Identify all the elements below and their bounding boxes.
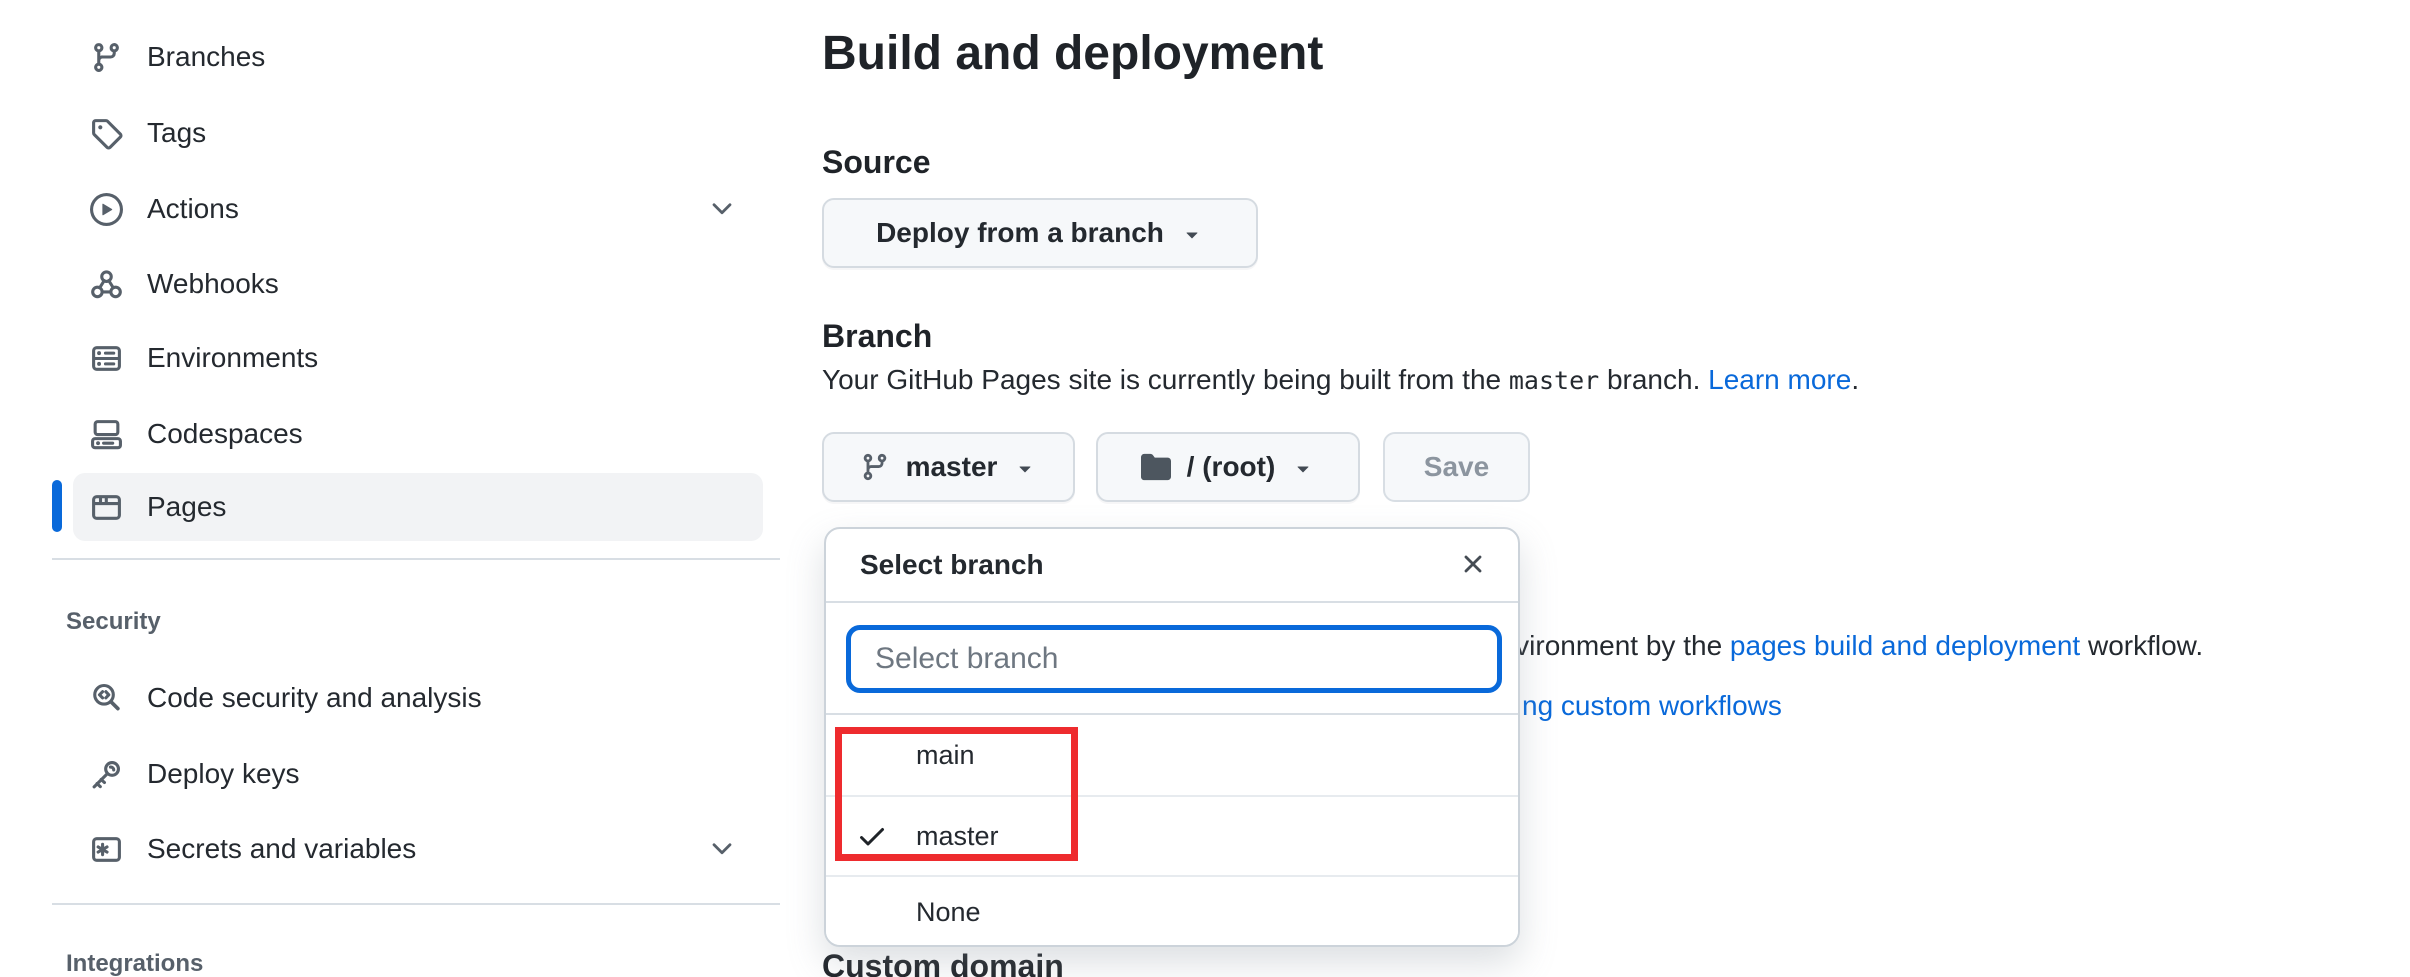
branch-description-text: Your GitHub Pages site is currently bein… xyxy=(822,364,1509,395)
git-branch-icon xyxy=(860,452,890,482)
branch-search-input[interactable] xyxy=(846,625,1502,693)
branch-description: Your GitHub Pages site is currently bein… xyxy=(822,364,1859,396)
sidebar-item-webhooks[interactable]: Webhooks xyxy=(73,250,763,318)
branch-option-label: main xyxy=(916,739,975,770)
dialog-header: Select branch xyxy=(826,529,1518,603)
triangle-down-icon xyxy=(1180,221,1204,245)
custom-domain-label: Custom domain xyxy=(822,948,1064,977)
branch-name-code: master xyxy=(1508,366,1600,395)
key-icon xyxy=(90,758,123,791)
sidebar-item-label: Webhooks xyxy=(147,268,279,299)
branch-label: Branch xyxy=(822,318,933,354)
browser-icon xyxy=(90,491,123,524)
play-icon xyxy=(90,192,123,226)
branch-description-text: . xyxy=(1851,364,1860,395)
sidebar-item-codespaces[interactable]: Codespaces xyxy=(73,400,763,468)
dialog-filter-section xyxy=(826,603,1518,715)
triangle-down-icon xyxy=(1291,455,1315,479)
sidebar-item-label: Codespaces xyxy=(147,418,303,449)
status-text: workflow. xyxy=(2080,630,2204,661)
selected-item-accent-bar xyxy=(52,480,62,532)
source-select-label: Deploy from a branch xyxy=(876,217,1164,248)
folder-icon xyxy=(1140,452,1171,482)
chevron-down-icon xyxy=(707,194,737,224)
save-button-label: Save xyxy=(1423,451,1490,482)
sidebar-item-label: Code security and analysis xyxy=(147,682,482,713)
select-branch-dialog: Select branch main master None xyxy=(824,527,1520,947)
custom-workflows-link[interactable]: ng custom workflows xyxy=(1522,690,1782,721)
sidebar-item-branches[interactable]: Branches xyxy=(73,23,763,91)
sidebar-item-label: Secrets and variables xyxy=(147,833,417,864)
server-icon xyxy=(90,342,123,375)
branch-select-label: master xyxy=(905,451,998,482)
branch-option-none[interactable]: None xyxy=(826,875,1518,945)
source-select-button[interactable]: Deploy from a branch xyxy=(822,198,1258,268)
branch-option-label: None xyxy=(916,896,981,927)
folder-select-label: / (root) xyxy=(1186,451,1276,482)
sidebar-item-label: Deploy keys xyxy=(147,758,300,789)
custom-workflows-text: ng custom workflows xyxy=(1522,690,1782,722)
sidebar-item-environments[interactable]: Environments xyxy=(73,324,763,392)
folder-select-button[interactable]: / (root) xyxy=(1096,432,1360,502)
tag-icon xyxy=(90,117,123,150)
source-label: Source xyxy=(822,144,931,180)
webhook-icon xyxy=(90,268,123,301)
chevron-down-icon xyxy=(707,834,737,864)
page-title: Build and deployment xyxy=(822,27,1324,80)
sidebar-item-pages[interactable]: Pages xyxy=(73,473,763,541)
sidebar-section-integrations: Integrations xyxy=(66,950,204,977)
sidebar-item-label: Tags xyxy=(147,117,207,148)
sidebar-item-deploy-keys[interactable]: Deploy keys xyxy=(73,740,763,808)
sidebar-divider xyxy=(52,903,780,905)
sidebar-section-security: Security xyxy=(66,608,161,635)
asterisk-box-icon xyxy=(90,833,123,866)
sidebar-item-actions[interactable]: Actions xyxy=(73,175,763,243)
status-text: environment by the xyxy=(1484,630,1730,661)
sidebar-item-label: Pages xyxy=(147,491,227,522)
codespaces-icon xyxy=(90,418,123,451)
sidebar-item-label: Branches xyxy=(147,41,266,72)
check-icon xyxy=(856,820,888,852)
sidebar-divider xyxy=(52,558,780,560)
branch-select-button[interactable]: master xyxy=(822,432,1075,502)
sidebar-item-label: Environments xyxy=(147,342,319,373)
sidebar-item-secrets-variables[interactable]: Secrets and variables xyxy=(73,815,763,883)
codescan-icon xyxy=(90,682,123,715)
triangle-down-icon xyxy=(1013,455,1037,479)
sidebar-item-label: Actions xyxy=(147,193,239,224)
branch-option-master[interactable]: master xyxy=(826,795,1518,875)
branch-option-main[interactable]: main xyxy=(826,715,1518,795)
sidebar-item-code-security[interactable]: Code security and analysis xyxy=(73,664,763,732)
git-branch-icon xyxy=(90,41,123,74)
dialog-title: Select branch xyxy=(860,549,1044,580)
save-button[interactable]: Save xyxy=(1383,432,1530,502)
settings-sidebar: Branches Tags Actions Webhooks xyxy=(0,0,800,977)
pages-build-deployment-link[interactable]: pages build and deployment xyxy=(1729,630,2081,661)
deployment-status-text: environment by the pages build and deplo… xyxy=(1484,630,2203,662)
sidebar-item-tags[interactable]: Tags xyxy=(73,99,763,167)
learn-more-link[interactable]: Learn more xyxy=(1708,364,1852,395)
branch-description-text: branch. xyxy=(1599,364,1709,395)
branch-option-label: master xyxy=(916,820,999,851)
close-icon[interactable] xyxy=(1456,548,1490,582)
